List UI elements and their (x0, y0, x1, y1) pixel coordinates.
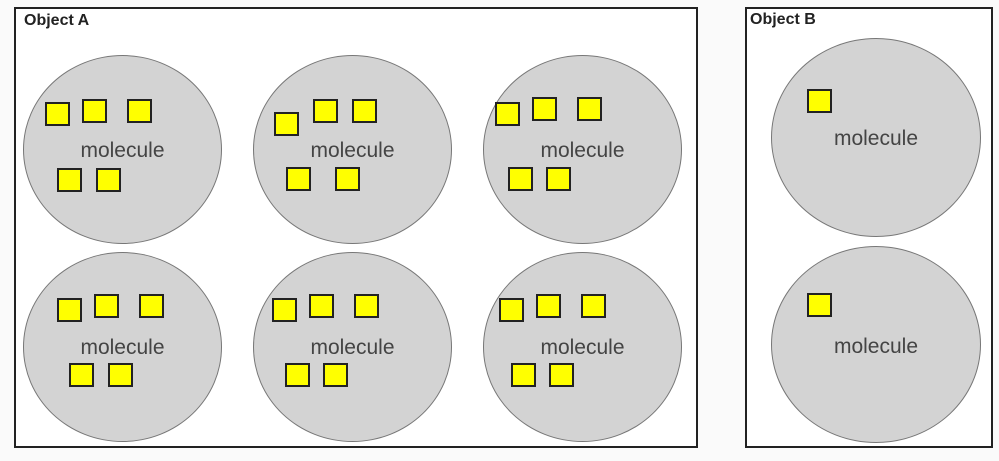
object-a-molecule-2: molecule (253, 55, 452, 244)
atom-square (511, 363, 536, 387)
atom-square (807, 293, 832, 317)
object-a-molecule-4: molecule (23, 252, 222, 442)
molecule-label: molecule (80, 336, 165, 359)
atom-square (274, 112, 299, 136)
atom-square (577, 97, 602, 121)
atom-square (354, 294, 379, 318)
object-b-molecule-2: molecule (771, 246, 981, 443)
atom-square (45, 102, 70, 126)
molecule-label: molecule (80, 139, 165, 162)
atom-square (139, 294, 164, 318)
atom-square (286, 167, 311, 191)
atom-square (352, 99, 377, 123)
object-b-molecule-1: molecule (771, 38, 981, 237)
atom-square (96, 168, 121, 192)
atom-square (495, 102, 520, 126)
atom-square (499, 298, 524, 322)
atom-square (127, 99, 152, 123)
object-a-molecule-3: molecule (483, 55, 682, 244)
molecule-label: molecule (310, 139, 395, 162)
atom-square (94, 294, 119, 318)
atom-square (82, 99, 107, 123)
atom-square (581, 294, 606, 318)
atom-square (508, 167, 533, 191)
object-a-molecule-5: molecule (253, 252, 452, 442)
molecule-label: molecule (540, 139, 625, 162)
atom-square (532, 97, 557, 121)
object-a-molecule-6: molecule (483, 252, 682, 442)
atom-square (549, 363, 574, 387)
atom-square (309, 294, 334, 318)
atom-square (807, 89, 832, 113)
molecule-label: molecule (310, 336, 395, 359)
molecule-label: molecule (833, 127, 919, 150)
atom-square (108, 363, 133, 387)
atom-square (57, 298, 82, 322)
atom-square (536, 294, 561, 318)
object-a-title: Object A (24, 12, 90, 29)
atom-square (323, 363, 348, 387)
molecule-label: molecule (540, 336, 625, 359)
atom-square (285, 363, 310, 387)
atom-square (272, 298, 297, 322)
atom-square (335, 167, 360, 191)
molecule-label: molecule (833, 335, 919, 358)
object-b-title: Object B (750, 11, 816, 28)
object-a-molecule-1: molecule (23, 55, 222, 244)
atom-square (546, 167, 571, 191)
atom-square (313, 99, 338, 123)
atom-square (57, 168, 82, 192)
atom-square (69, 363, 94, 387)
